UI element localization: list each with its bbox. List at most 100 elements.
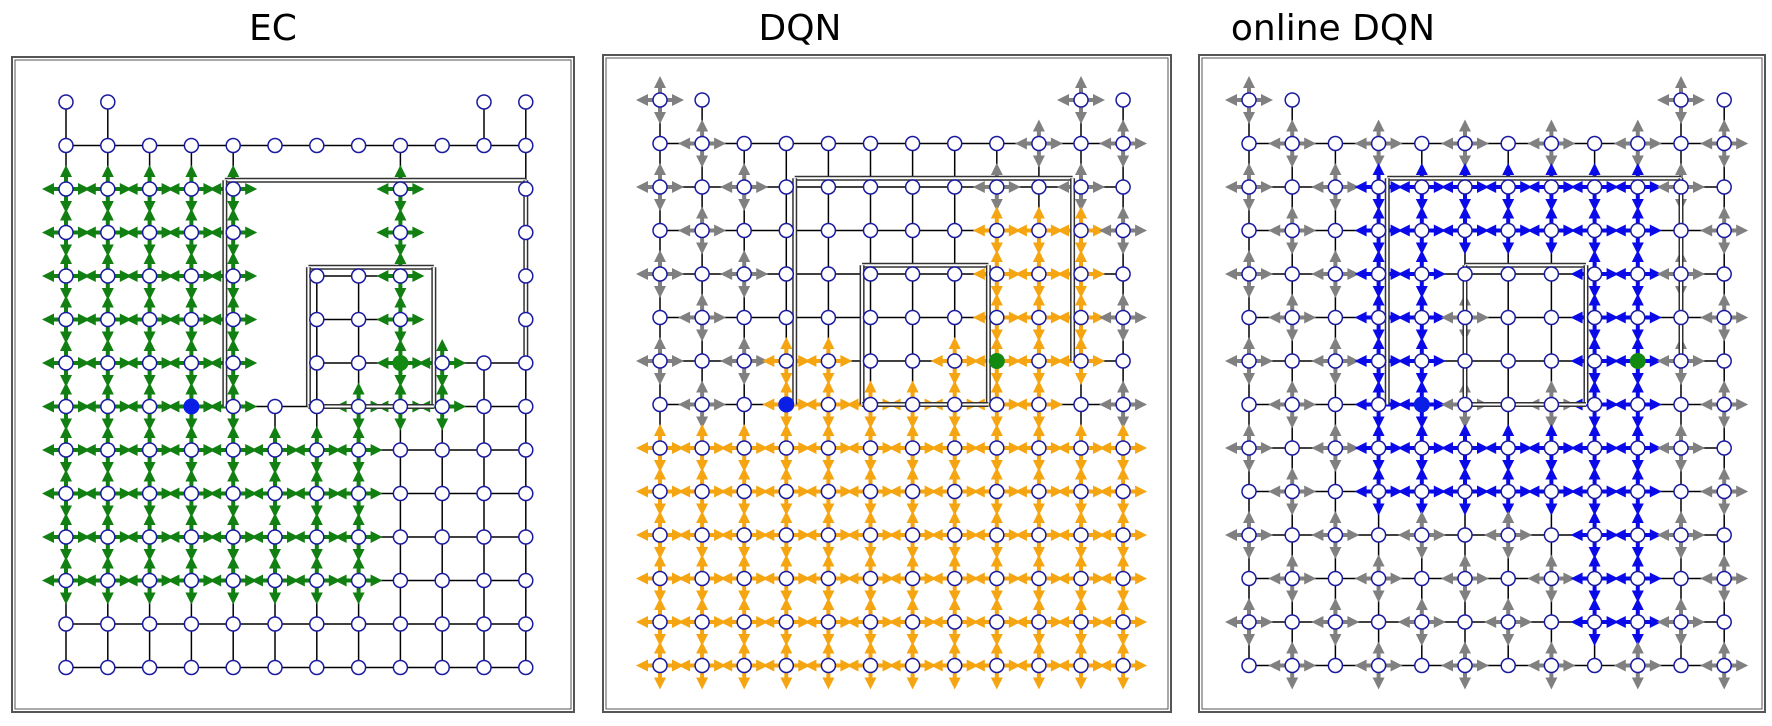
policy-arrowhead — [864, 467, 877, 480]
policy-arrowhead — [227, 382, 240, 395]
policy-arrowhead — [822, 641, 835, 654]
grid-node — [1586, 179, 1603, 195]
policy-arrowhead — [1014, 529, 1027, 541]
policy-arrowhead — [1032, 641, 1045, 654]
policy-arrowhead — [1268, 137, 1281, 150]
policy-arrowhead — [696, 460, 709, 472]
policy-arrowhead — [804, 442, 817, 454]
policy-arrowhead — [376, 226, 389, 239]
policy-arrowhead — [990, 250, 1003, 262]
policy-arrowhead — [1502, 634, 1515, 646]
policy-arrowhead — [1347, 268, 1360, 280]
policy-arrowhead — [1588, 373, 1601, 385]
policy-arrowhead — [394, 375, 407, 387]
policy-arrowhead — [245, 313, 258, 326]
grid-node — [1673, 309, 1689, 326]
policy-arrowhead — [780, 547, 793, 559]
grid-node — [652, 309, 668, 326]
grid-node — [1327, 440, 1344, 456]
grid-node — [1284, 570, 1300, 587]
policy-arrowhead — [840, 398, 853, 411]
policy-arrowhead — [1415, 634, 1428, 646]
policy-arrowhead — [1631, 373, 1644, 385]
grid-node — [1370, 527, 1387, 543]
policy-arrowhead — [1588, 590, 1601, 603]
grid-node — [392, 616, 409, 632]
grid-node — [1073, 440, 1089, 456]
policy-arrowhead — [1093, 616, 1105, 628]
grid-node — [1716, 222, 1732, 239]
policy-arrowhead — [846, 659, 859, 672]
policy-arrowhead — [654, 250, 666, 262]
policy-arrowhead — [1075, 547, 1087, 559]
policy-arrowhead — [1606, 485, 1619, 498]
policy-arrowhead — [394, 295, 407, 308]
policy-arrowhead — [1032, 242, 1045, 255]
policy-arrowhead — [1502, 206, 1515, 219]
grid-node — [1115, 222, 1131, 239]
grid-node — [1115, 266, 1131, 282]
grid-node — [518, 659, 534, 676]
grid-node — [309, 311, 325, 328]
policy-arrowhead — [227, 165, 240, 177]
grid-node — [1031, 527, 1047, 543]
grid-node — [1543, 353, 1560, 369]
policy-arrowhead — [60, 462, 72, 474]
policy-arrowhead — [1268, 485, 1281, 498]
policy-arrowhead — [1631, 554, 1644, 567]
policy-arrowhead — [1588, 293, 1601, 306]
policy-arrowhead — [1008, 529, 1021, 541]
policy-arrowhead — [1657, 181, 1669, 193]
policy-arrowhead — [269, 556, 281, 569]
policy-arrowhead — [1675, 373, 1687, 385]
policy-arrowhead — [1613, 485, 1626, 498]
grid-node — [1500, 614, 1516, 630]
grid-node — [1370, 570, 1387, 587]
policy-arrowhead — [185, 592, 198, 605]
policy-arrowhead — [1008, 659, 1021, 672]
policy-arrowhead — [1372, 293, 1385, 306]
policy-arrowhead — [1718, 641, 1731, 654]
policy-arrowhead — [1286, 590, 1299, 603]
grid-node — [392, 224, 409, 241]
grid-node — [100, 311, 116, 328]
grid-node — [1031, 179, 1047, 195]
policy-arrowhead — [101, 382, 114, 395]
grid-node — [1543, 483, 1560, 500]
grid-node — [1115, 396, 1131, 413]
policy-arrowhead — [1415, 242, 1428, 255]
grid-node — [989, 614, 1005, 630]
policy-arrowhead — [1286, 467, 1299, 480]
policy-arrowhead — [822, 634, 835, 646]
policy-arrowhead — [1286, 554, 1299, 567]
policy-arrowhead — [60, 505, 72, 518]
policy-arrowhead — [1570, 485, 1583, 498]
policy-arrowhead — [209, 183, 222, 195]
policy-arrowhead — [1075, 199, 1087, 211]
policy-arrowhead — [882, 442, 895, 454]
policy-arrowhead — [1372, 155, 1385, 168]
grid-node — [1716, 179, 1732, 195]
policy-arrowhead — [1347, 616, 1360, 628]
grid-node — [1241, 309, 1257, 326]
policy-arrowhead — [1075, 286, 1087, 298]
policy-arrowhead — [972, 181, 985, 193]
policy-arrowhead — [412, 313, 425, 326]
policy-arrowhead — [394, 208, 407, 221]
policy-arrowhead — [636, 355, 648, 367]
grid-node — [518, 311, 534, 328]
policy-arrowhead — [1117, 460, 1130, 472]
policy-arrowhead — [1032, 598, 1045, 610]
policy-arrowhead — [678, 529, 691, 541]
policy-arrowhead — [1693, 616, 1705, 628]
policy-arrowhead — [1117, 119, 1130, 132]
policy-arrowhead — [1261, 529, 1273, 541]
policy-arrowhead — [924, 442, 937, 454]
grid-node — [1284, 135, 1300, 152]
policy-arrowhead — [1527, 224, 1540, 237]
policy-arrowhead — [1075, 590, 1087, 603]
grid-node — [820, 483, 837, 500]
grid-node — [1630, 135, 1646, 152]
policy-arrowhead — [1441, 311, 1453, 324]
grid-node — [1031, 135, 1047, 152]
